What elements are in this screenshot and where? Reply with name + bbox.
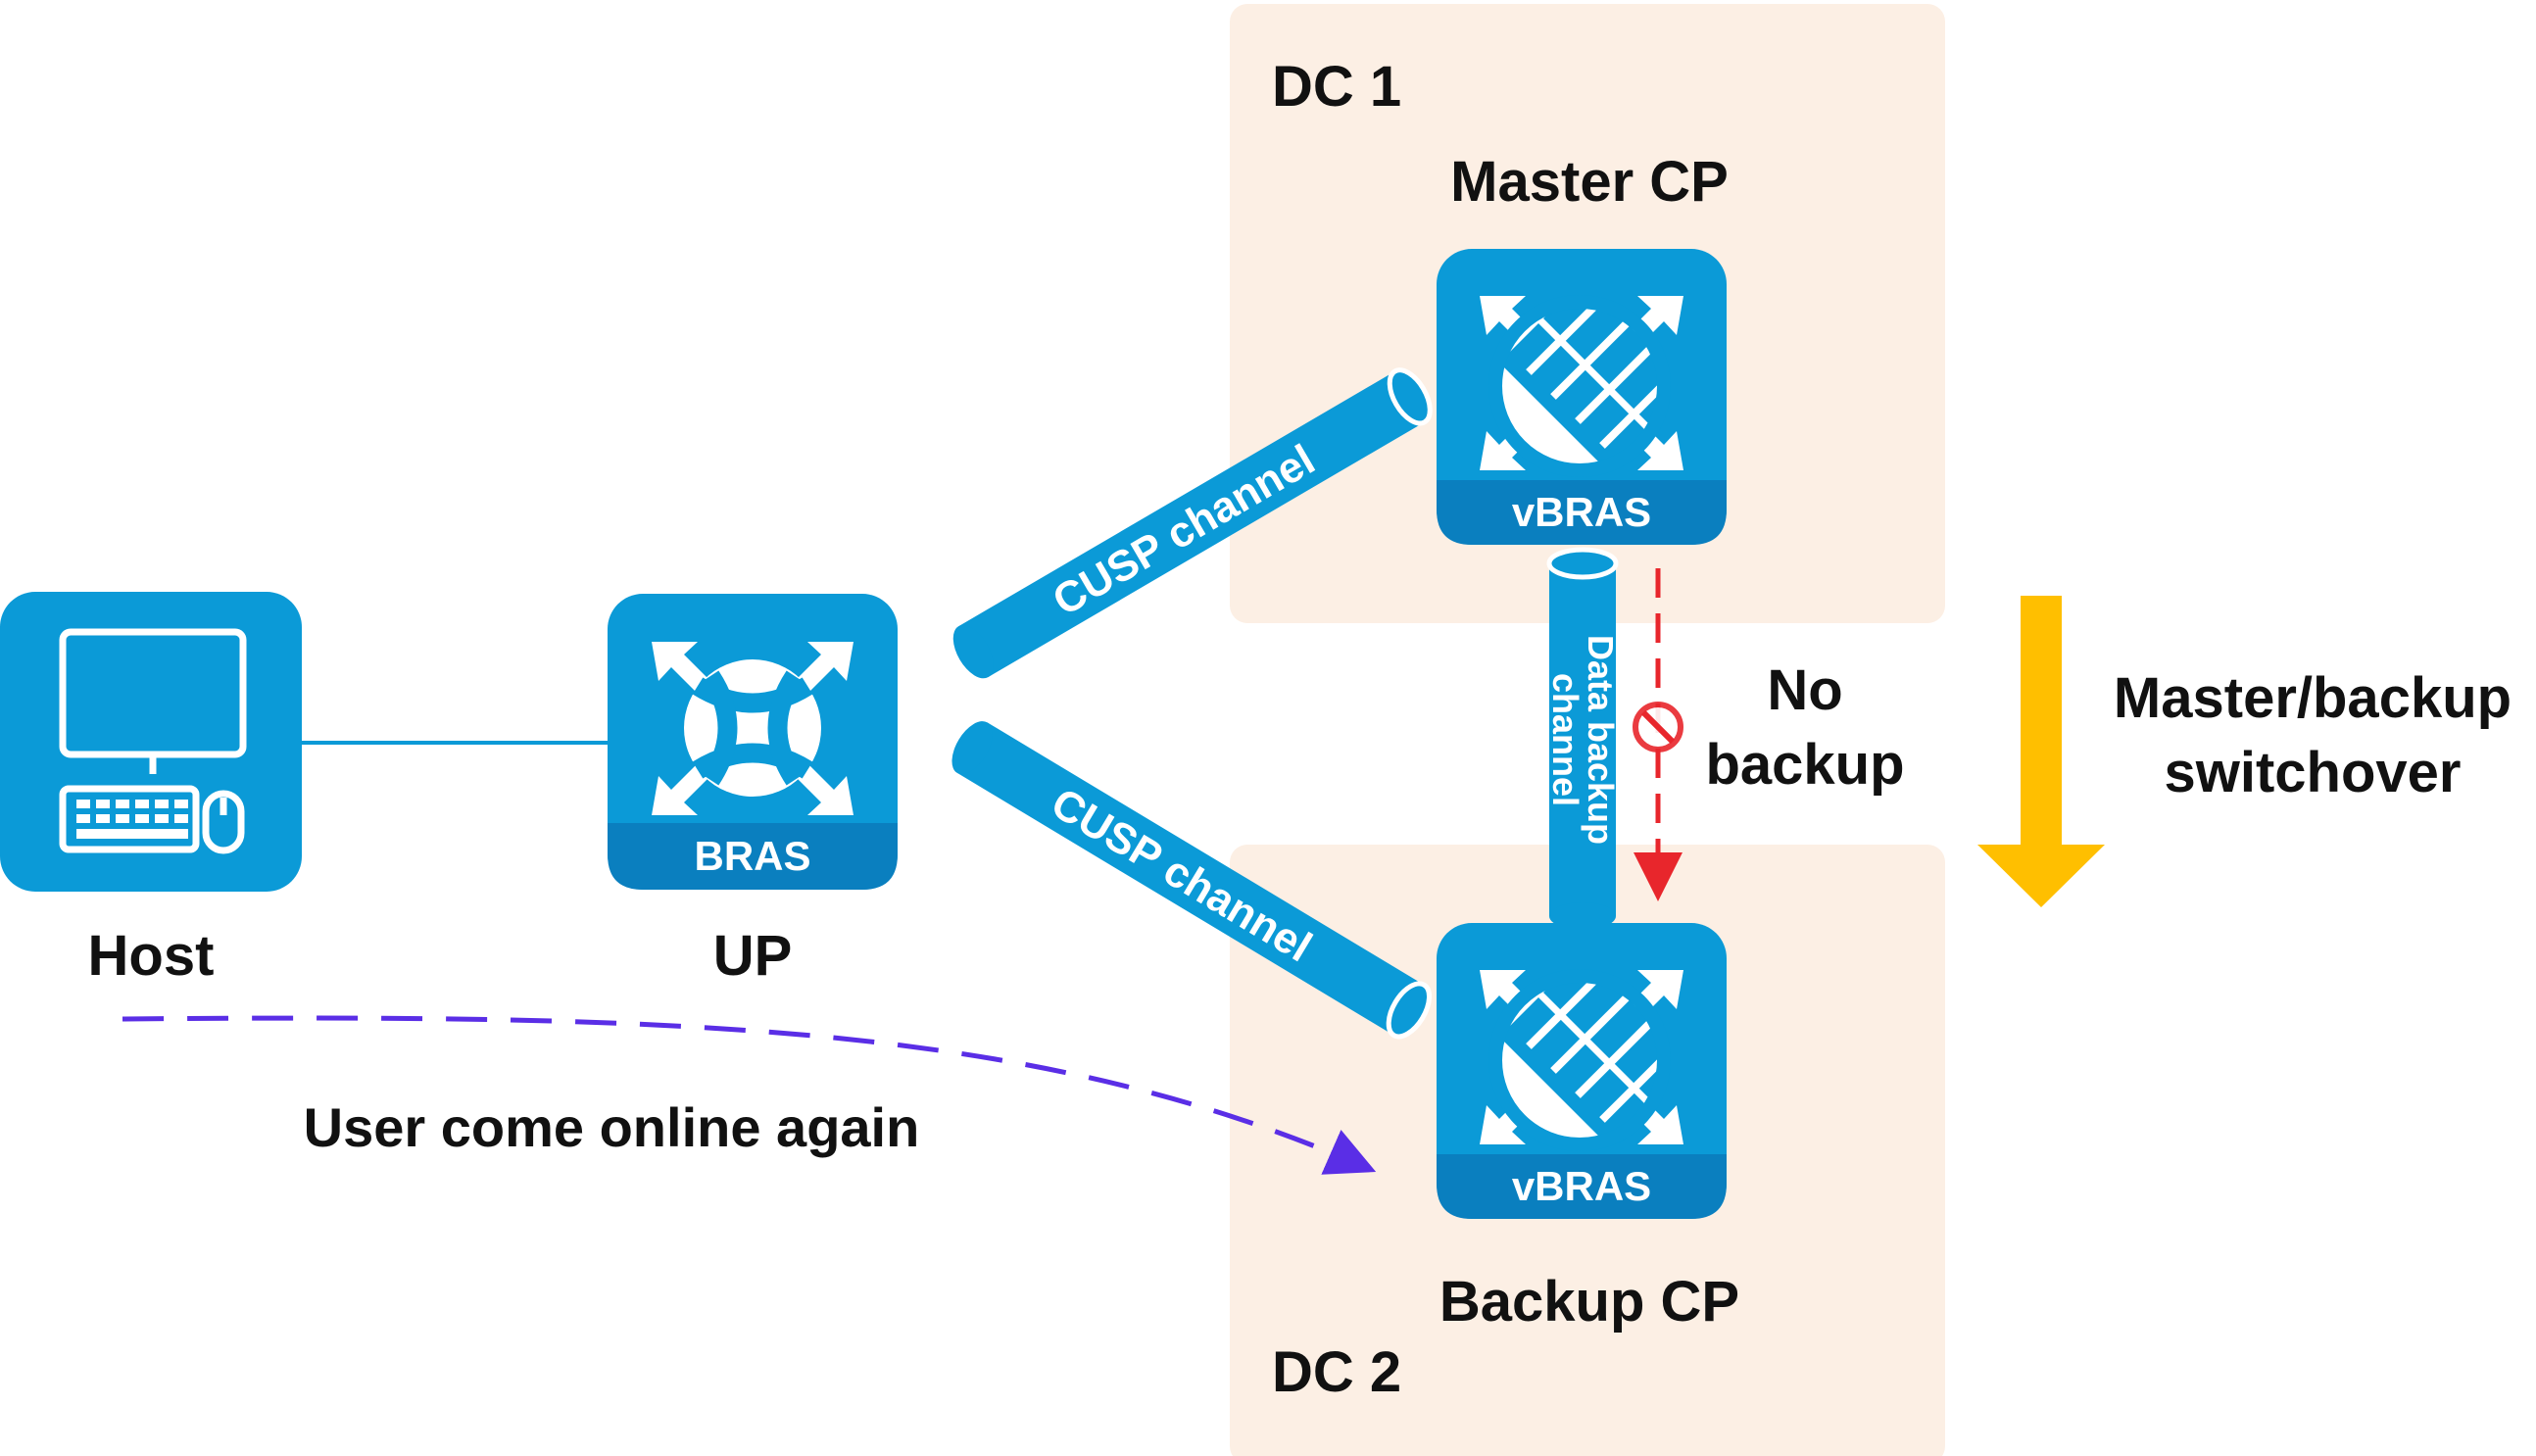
- user-online-path: [122, 1015, 1377, 1175]
- host-device: [0, 592, 302, 892]
- up-label: UP: [713, 924, 793, 988]
- no-entry-icon: [1633, 702, 1683, 752]
- computer-icon: [59, 628, 247, 854]
- master-vbras-device: vBRAS: [1437, 249, 1727, 545]
- backup-cp-label: Backup CP: [1439, 1270, 1739, 1334]
- up-bras-device: BRAS: [608, 594, 898, 890]
- data-backup-channel: Data backup channel: [1545, 547, 1621, 930]
- switchover-label-line2: switchover: [2165, 741, 2462, 804]
- no-backup-label: No: [1767, 658, 1842, 722]
- bras-badge: BRAS: [694, 833, 810, 879]
- vbras-backup-badge: vBRAS: [1512, 1163, 1651, 1209]
- svg-text:channel: channel: [1545, 673, 1585, 806]
- router-icon: [652, 642, 853, 815]
- host-label: Host: [88, 924, 215, 988]
- dc1-label: DC 1: [1272, 55, 1401, 119]
- switchover-arrow: [1977, 596, 2105, 907]
- vbras-master-badge: vBRAS: [1512, 489, 1651, 535]
- no-backup-label-line2: backup: [1705, 733, 1904, 797]
- dc2-label: DC 2: [1272, 1340, 1401, 1404]
- switchover-label-line1: Master/backup: [2114, 666, 2512, 730]
- master-cp-label: Master CP: [1450, 150, 1729, 214]
- svg-text:Data backup: Data backup: [1581, 635, 1621, 845]
- user-online-label: User come online again: [304, 1096, 920, 1158]
- backup-vbras-device: vBRAS: [1437, 923, 1727, 1219]
